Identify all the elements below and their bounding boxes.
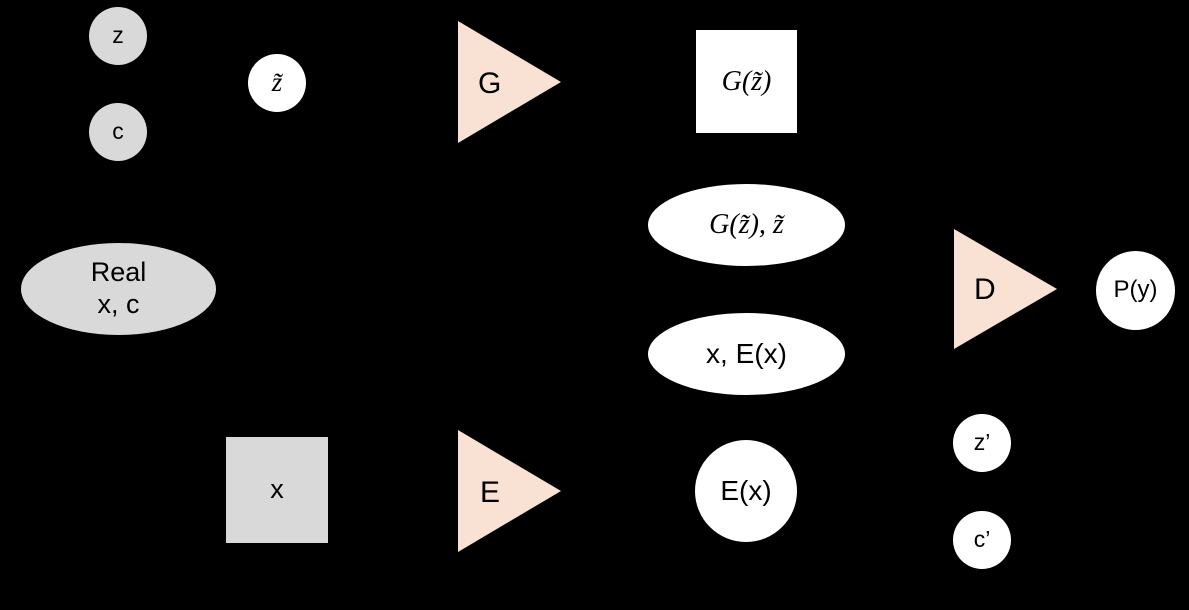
node-discriminator-label: D — [974, 273, 996, 306]
node-discriminator[interactable]: D — [954, 229, 1057, 349]
discriminator-triangle-shape — [954, 229, 1057, 349]
node-generator[interactable]: G — [458, 21, 561, 144]
node-z-tilde[interactable]: z̃ — [248, 54, 306, 112]
generator-triangle-shape — [458, 21, 561, 143]
node-c-prime-label: c’ — [973, 526, 991, 553]
node-x[interactable]: x — [226, 437, 328, 543]
node-x-ex-pair[interactable]: x, E(x) — [648, 313, 845, 395]
node-real-label-line2: x, c — [97, 289, 140, 319]
node-encoder[interactable]: E — [458, 430, 561, 553]
node-z-prime-label: z’ — [973, 429, 991, 456]
node-c-prime[interactable]: c’ — [953, 511, 1011, 569]
node-generator-label: G — [478, 67, 502, 100]
node-p-of-y-label: P(y) — [1113, 276, 1158, 304]
node-g-of-z-tilde[interactable]: G(z̃) — [696, 30, 797, 133]
encoder-triangle-shape — [458, 430, 561, 552]
node-real-label-line1: Real — [90, 257, 147, 288]
node-c-label: c — [112, 118, 124, 145]
node-x-ex-pair-label: x, E(x) — [706, 338, 787, 370]
node-z[interactable]: z — [89, 7, 147, 65]
node-c[interactable]: c — [89, 103, 147, 161]
node-z-label: z — [112, 22, 124, 49]
node-encoder-label: E — [480, 476, 501, 509]
node-z-tilde-label: z̃ — [271, 67, 283, 98]
node-e-of-x-label: E(x) — [720, 475, 772, 507]
node-g-z-tilde-pair-label: G(z̃), z̃ — [709, 209, 784, 241]
node-x-label: x — [270, 474, 284, 505]
node-real[interactable]: Real x, c — [21, 243, 216, 335]
node-g-z-tilde-pair[interactable]: G(z̃), z̃ — [648, 184, 845, 266]
node-z-prime[interactable]: z’ — [953, 414, 1011, 472]
node-e-of-x[interactable]: E(x) — [695, 440, 797, 542]
node-p-of-y[interactable]: P(y) — [1096, 251, 1175, 330]
node-g-of-z-tilde-label: G(z̃) — [721, 65, 772, 97]
